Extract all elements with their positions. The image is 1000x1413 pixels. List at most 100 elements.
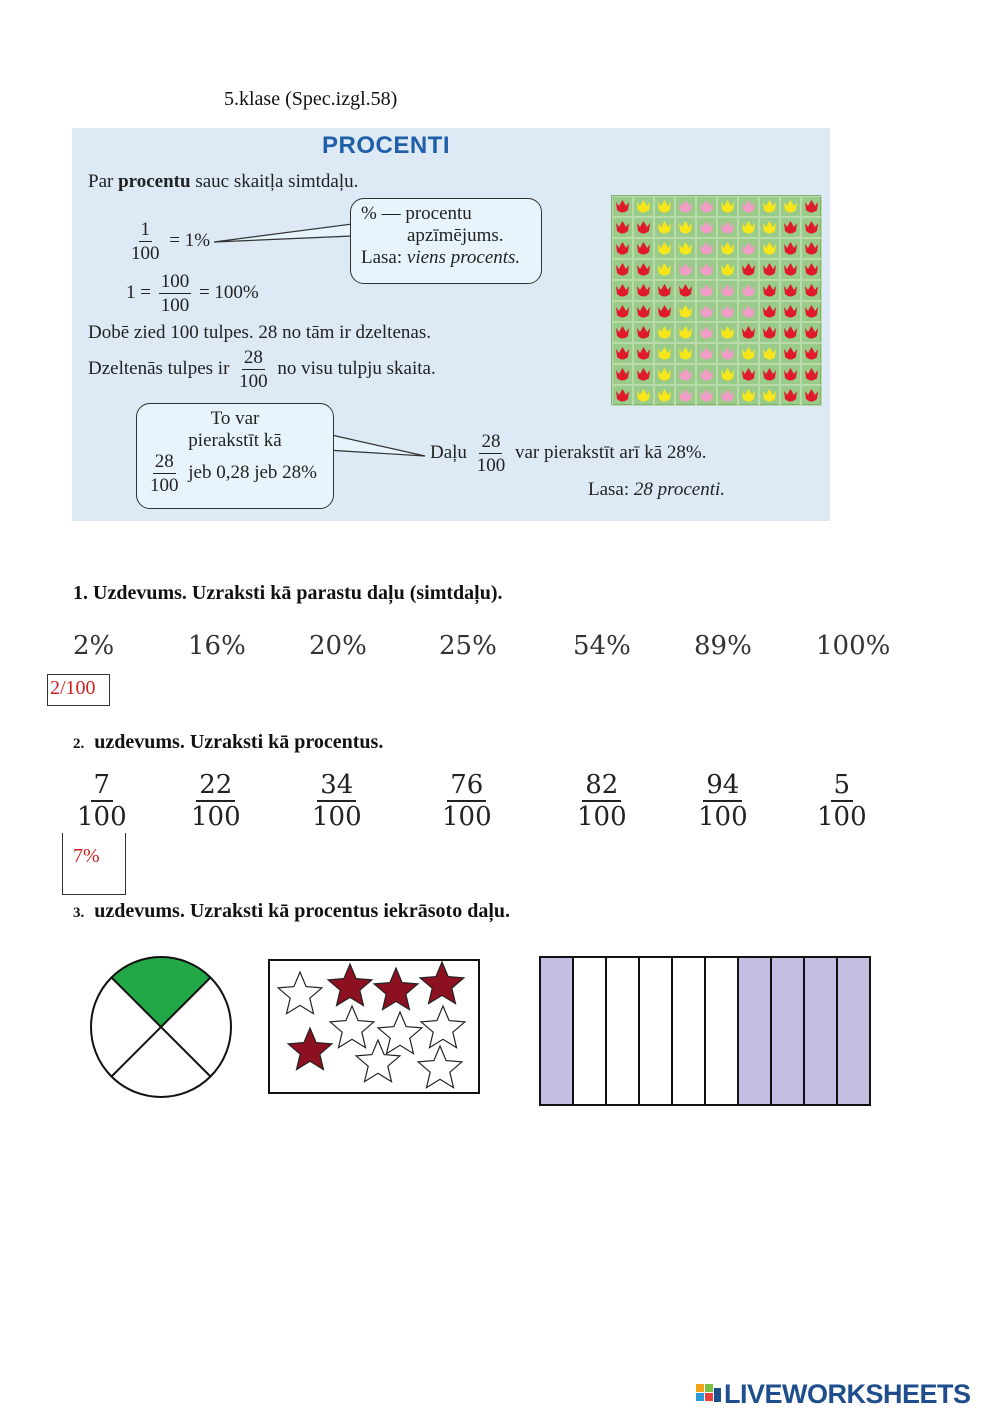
task1-item: 2% (73, 631, 115, 661)
shaded-strip (539, 956, 574, 1106)
tulip-icon (780, 385, 801, 406)
tulip-icon (801, 343, 822, 364)
tulip-icon (780, 259, 801, 280)
task1-answer-field[interactable]: 2/100 (47, 674, 110, 706)
tulip-icon (633, 280, 654, 301)
tulip-icon (612, 280, 633, 301)
bubble-pointer (326, 433, 426, 457)
tulip-icon (654, 217, 675, 238)
tulip-icon (633, 322, 654, 343)
tulip-icon (633, 238, 654, 259)
tulip-icon (612, 322, 633, 343)
liveworksheets-logo: LIVEWORKSHEETS (696, 1379, 971, 1410)
tulip-icon (738, 301, 759, 322)
tulip-icon (738, 280, 759, 301)
tulip-icon (717, 343, 738, 364)
tulip-icon (675, 322, 696, 343)
tulip-icon (612, 238, 633, 259)
filled-star-icon (372, 966, 420, 1011)
stars-box (268, 959, 480, 1094)
definition: Par procentu sauc skaitļa simtdaļu. (88, 171, 359, 192)
task1-item: 16% (188, 631, 246, 661)
tulip-icon (654, 238, 675, 259)
tulip-icon (759, 343, 780, 364)
shaded-strip (770, 956, 805, 1106)
filled-star-icon (418, 960, 466, 1005)
tulip-icon (633, 343, 654, 364)
tulip-icon (717, 280, 738, 301)
tulip-icon (759, 301, 780, 322)
tulip-icon (612, 301, 633, 322)
tulip-icon (759, 217, 780, 238)
tulip-icon (801, 259, 822, 280)
tulip-icon (780, 364, 801, 385)
tulip-icon (675, 301, 696, 322)
strips-rectangle (539, 956, 871, 1106)
class-label: 5.klase (Spec.izgl.58) (224, 88, 398, 110)
tulip-icon (717, 322, 738, 343)
tulip-icon (738, 217, 759, 238)
tulip-icon (675, 259, 696, 280)
tulip-icon (780, 217, 801, 238)
tulip-icon (696, 196, 717, 217)
empty-star-icon (376, 1010, 424, 1055)
tulip-icon (633, 196, 654, 217)
tulip-icon (633, 217, 654, 238)
tulip-icon (633, 301, 654, 322)
tulip-icon (801, 385, 822, 406)
shaded-strip (836, 956, 871, 1106)
empty-star-icon (328, 1004, 376, 1049)
tulip-icon (801, 217, 822, 238)
tulip-icon (738, 343, 759, 364)
percent-note-bubble: % — procentu apzīmējums. Lasa: viens pro… (350, 198, 542, 284)
tulip-icon (675, 217, 696, 238)
tulip-icon (675, 196, 696, 217)
tulip-icon (759, 322, 780, 343)
tulip-icon (801, 364, 822, 385)
tulip-icon (801, 280, 822, 301)
task1-item: 100% (816, 631, 891, 661)
strip (704, 956, 739, 1106)
tulip-icon (612, 385, 633, 406)
tulip-icon (780, 280, 801, 301)
tulip-icon (801, 238, 822, 259)
tulip-icon (696, 259, 717, 280)
tulip-icon (717, 259, 738, 280)
empty-star-icon (354, 1038, 402, 1083)
tulip-icon (738, 238, 759, 259)
tulip-icon (738, 385, 759, 406)
task2-answer-field[interactable]: 7% (62, 833, 126, 895)
tulip-icon (738, 364, 759, 385)
tulip-icon (759, 238, 780, 259)
theory-title: PROCENTI (322, 132, 451, 159)
tulip-icon (696, 301, 717, 322)
tulip-icon (633, 385, 654, 406)
tulip-icon (759, 196, 780, 217)
logo-icon (696, 1383, 721, 1402)
tulip-icon (675, 385, 696, 406)
strip (671, 956, 706, 1106)
tulip-icon (654, 322, 675, 343)
tulip-icon (675, 238, 696, 259)
tulip-icon (717, 238, 738, 259)
task1-item: 54% (573, 631, 631, 661)
shaded-strip (737, 956, 772, 1106)
tulip-icon (717, 196, 738, 217)
tulip-icon (654, 196, 675, 217)
tulip-icon (633, 364, 654, 385)
tulip-icon (696, 364, 717, 385)
tulip-icon (675, 364, 696, 385)
task3-heading: 3. uzdevums. Uzraksti kā procentus iekrā… (73, 900, 511, 922)
lasa-note: Lasa: 28 procenti. (588, 479, 726, 500)
tulip-icon (780, 196, 801, 217)
strip (572, 956, 607, 1106)
tulip-icon (612, 364, 633, 385)
